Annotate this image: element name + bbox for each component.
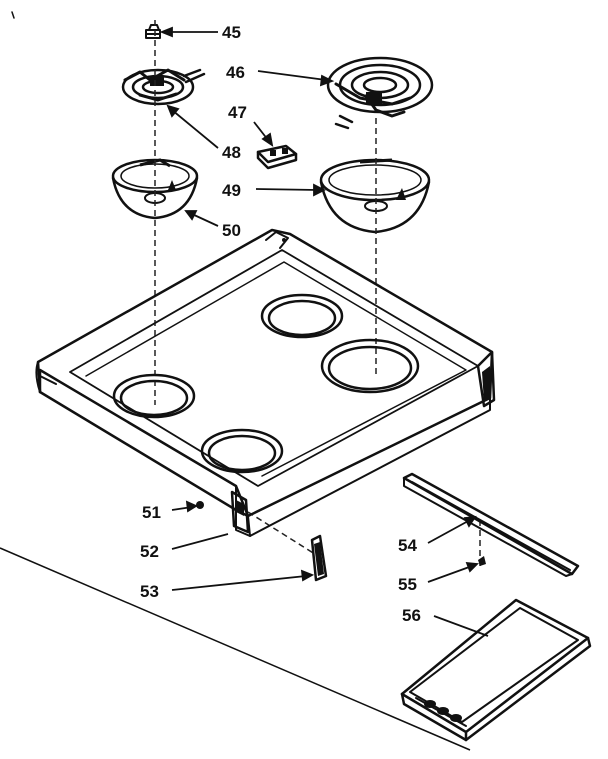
label-47: 47 [228, 103, 247, 122]
label-52: 52 [140, 542, 159, 561]
part-48-small-element [121, 68, 206, 106]
label-48: 48 [222, 143, 241, 162]
label-55: 55 [398, 575, 417, 594]
label-49: 49 [222, 181, 241, 200]
label-50: 50 [222, 221, 241, 240]
part-49-large-drip-bowl [319, 158, 431, 234]
floor-line [0, 547, 471, 751]
part-54-trim-strip [402, 472, 580, 577]
part-53-bracket [310, 534, 328, 582]
part-45-clip [145, 24, 161, 39]
cooktop [35, 228, 496, 537]
label-51: 51 [142, 503, 161, 522]
label-46: 46 [226, 63, 245, 82]
label-45: 45 [222, 23, 241, 42]
burner-opening-front-right [320, 338, 420, 394]
label-53: 53 [140, 582, 159, 601]
part-47-terminal-block [256, 144, 298, 170]
part-55-screw [478, 556, 486, 566]
label-56: 56 [402, 606, 421, 625]
stray-mark [11, 11, 15, 19]
burner-opening-front-left [200, 428, 284, 474]
part-51-screw [196, 501, 204, 509]
leader-lines [159, 26, 489, 637]
part-50-small-drip-bowl [111, 158, 199, 220]
part-46-large-element [326, 56, 434, 130]
part-labels: 45 46 47 48 49 50 51 52 53 54 55 56 [140, 23, 421, 625]
label-54: 54 [398, 536, 417, 555]
burner-opening-back-right [260, 293, 344, 339]
part-56-panel [400, 598, 592, 742]
burner-opening-back-left [112, 373, 196, 419]
